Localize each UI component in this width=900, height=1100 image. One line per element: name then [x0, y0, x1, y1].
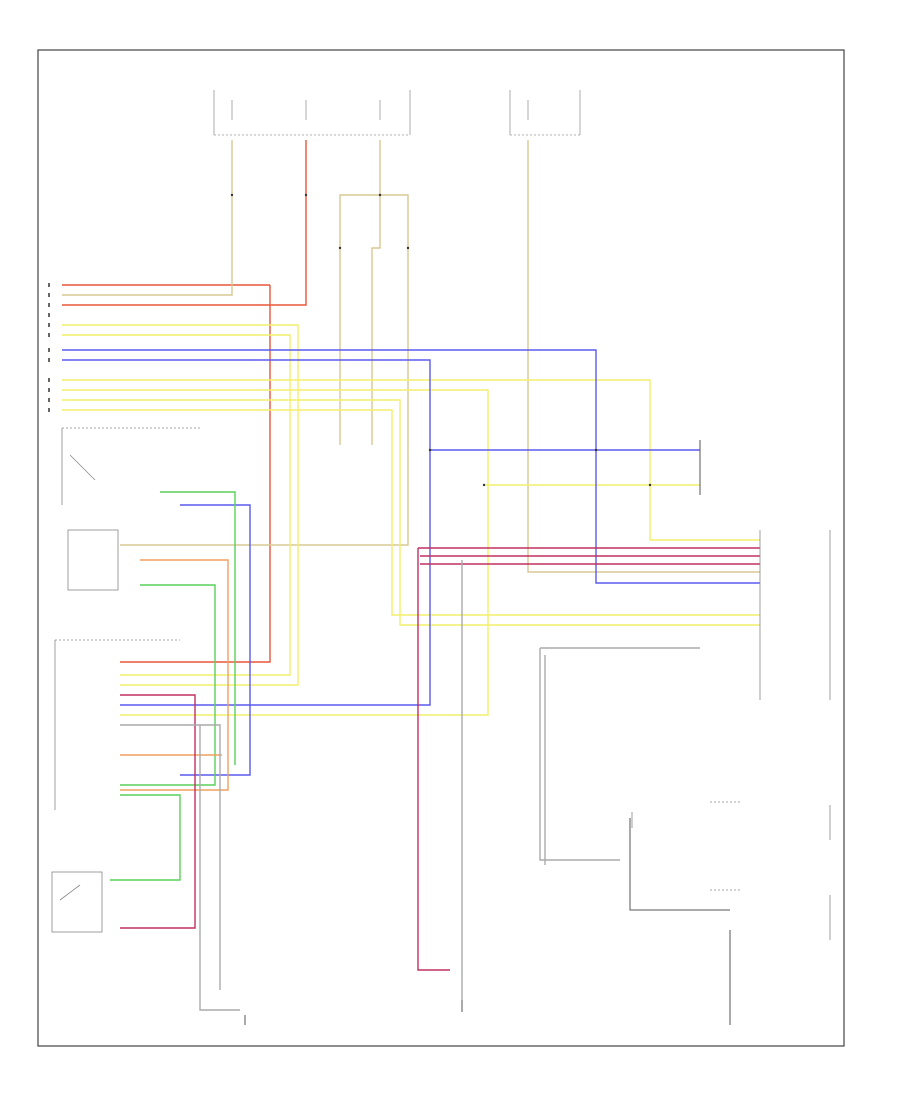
wire-darkred-1: [120, 694, 196, 929]
left-pins: [48, 283, 50, 412]
top-fuse-box-right: [509, 90, 581, 136]
wire-yellow-3: [62, 379, 760, 541]
wire-black-1: [629, 818, 730, 911]
wire-red-1: [62, 140, 307, 306]
wire-grey-2: [199, 725, 240, 1011]
wire-yellow-4: [62, 389, 489, 716]
wire-green-2: [120, 584, 216, 786]
wire-darkred-4: [420, 555, 760, 565]
bottom-left-switch: [51, 871, 103, 933]
wire-darkred-3: [417, 548, 450, 971]
wire-blue-2: [62, 359, 431, 706]
splice-points: [230, 193, 652, 487]
wire-grey-4: [539, 647, 700, 861]
wire-tan-5: [527, 140, 760, 573]
wire-green-3: [110, 794, 181, 881]
wire-tan-3: [120, 194, 409, 546]
wire-yellow-6: [62, 409, 760, 616]
wire-orange-1: [120, 559, 229, 791]
wire-tan-4: [371, 195, 381, 445]
right-control-module: [759, 530, 831, 700]
top-fuse-box-left: [213, 90, 411, 136]
wire-yellow-5: [62, 399, 760, 626]
wire-tan-1: [62, 140, 233, 296]
wire-green-1: [160, 491, 236, 765]
wire-yellow-1: [62, 324, 299, 686]
ground-symbols: [244, 1000, 731, 1025]
seat-switch-block: [61, 427, 200, 591]
wire-red-2: [62, 284, 271, 663]
diagram-frame: [37, 49, 845, 1047]
wire-yellow-2: [62, 334, 291, 676]
wires: [62, 140, 760, 1011]
right-lower-devices: [631, 801, 831, 940]
left-control-module: [54, 639, 180, 810]
wire-blue-1: [62, 349, 760, 584]
wire-tan-2: [339, 140, 381, 445]
wire-grey-3: [120, 724, 221, 990]
